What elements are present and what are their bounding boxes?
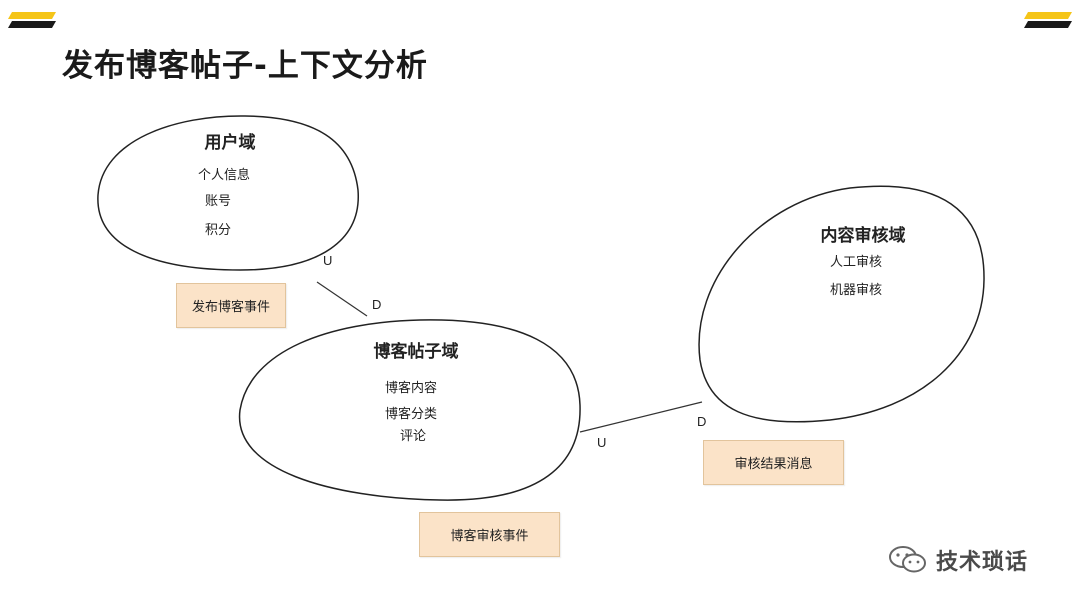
watermark-text: 技术琐话 [936,550,1029,575]
post-domain-item: 博客内容 [385,381,438,396]
post-review-relation-line [579,401,703,433]
user-domain-item: 账号 [205,194,232,209]
user-post-relation-line [316,281,368,317]
downstream-marker: D [697,414,707,429]
user-domain-item: 个人信息 [198,168,251,183]
post-domain-title: 博客帖子域 [373,342,459,362]
review-domain-shape [698,185,985,423]
top-left-accent [8,12,56,28]
review-domain-title: 内容审核域 [820,226,906,246]
post-domain-item: 博客分类 [385,407,438,422]
user-domain-title: 用户域 [204,133,256,153]
review-domain-item: 人工审核 [830,255,883,270]
watermark: 技术琐话 [888,544,1028,576]
upstream-marker: U [323,253,333,268]
page-title: 发布博客帖子-上下文分析 [62,48,428,84]
post-domain-item: 评论 [400,429,427,444]
review-domain-item: 机器审核 [830,283,883,298]
post-domain-shape [238,319,581,501]
post-review-event-box: 博客审核事件 [419,512,560,557]
user-domain-shape [97,115,359,271]
user-domain-item: 积分 [205,223,232,238]
wechat-icon [889,546,926,573]
top-right-accent [1024,12,1072,28]
downstream-marker: D [372,297,382,312]
publish-event-box: 发布博客事件 [176,283,286,328]
review-result-event-box: 审核结果消息 [703,440,844,485]
upstream-marker: U [597,435,607,450]
